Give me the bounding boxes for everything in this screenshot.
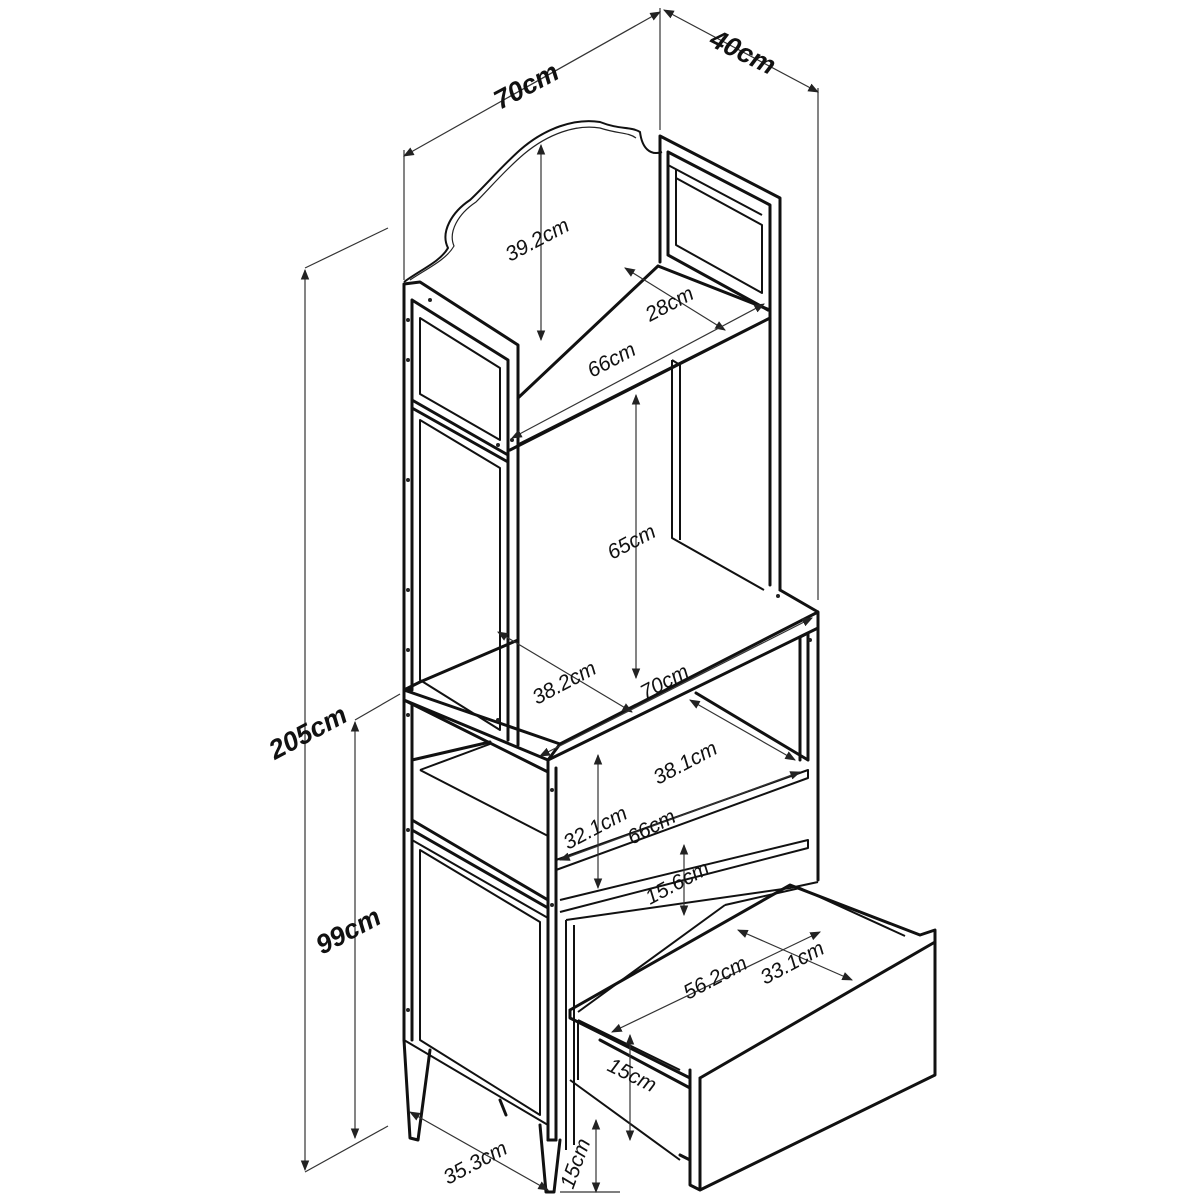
dimension-labels: 70cm 40cm 205cm 99cm 39.2cm 28cm 66cm 65… — [263, 23, 828, 1192]
label-counter-depth: 38.2cm — [529, 657, 601, 710]
label-drawer-inner-width: 56.2cm — [680, 952, 752, 1005]
upper-left-frame — [402, 280, 520, 747]
upper-left-frame-inner — [419, 317, 501, 731]
label-lower-height: 99cm — [311, 901, 386, 960]
drawer-opening — [565, 881, 819, 1150]
label-leg-height: 15cm — [556, 1136, 595, 1192]
label-overall-depth: 40cm — [704, 23, 780, 81]
counter-top — [402, 588, 820, 774]
label-overall-width: 70cm — [489, 56, 564, 115]
label-counter-width: 70cm — [637, 660, 693, 704]
dimension-lines — [300, 8, 853, 1194]
middle-shelf — [419, 743, 809, 913]
label-top-shelf-width: 66cm — [584, 338, 640, 382]
label-top-shelf-depth: 28cm — [641, 282, 698, 327]
top-shelf — [508, 264, 772, 454]
drawer-inner — [569, 887, 906, 1161]
label-middle-shelf-depth: 38.1cm — [650, 737, 722, 790]
label-middle-shelf-width: 66cm — [624, 805, 680, 849]
cabinet-drawing — [402, 120, 937, 1194]
label-overall-height: 205cm — [263, 699, 352, 765]
drawer-box — [568, 883, 937, 1192]
label-upper-opening-height: 65cm — [604, 520, 660, 564]
label-arch-height: 39.2cm — [502, 214, 574, 267]
upper-right-frame-inner — [667, 164, 765, 591]
screw-dots — [406, 298, 812, 1012]
